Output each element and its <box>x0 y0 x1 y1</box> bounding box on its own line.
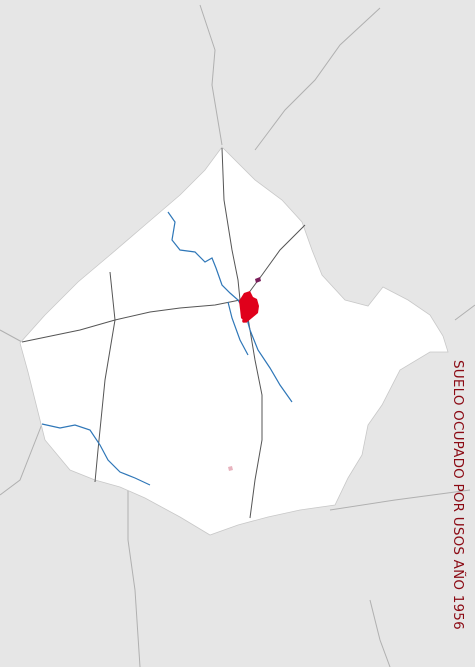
rivers <box>41 211 293 486</box>
urban-land-patch <box>239 291 259 323</box>
roads <box>21 147 306 519</box>
map-title: SUELO OCUPADO POR USOS AÑO 1956 <box>450 360 466 630</box>
other-land-patch <box>255 277 261 283</box>
municipality-area <box>19 146 449 536</box>
urban-land-patch-small <box>242 319 246 323</box>
municipal-boundaries <box>0 4 475 667</box>
other-land-patch-small <box>228 466 233 471</box>
